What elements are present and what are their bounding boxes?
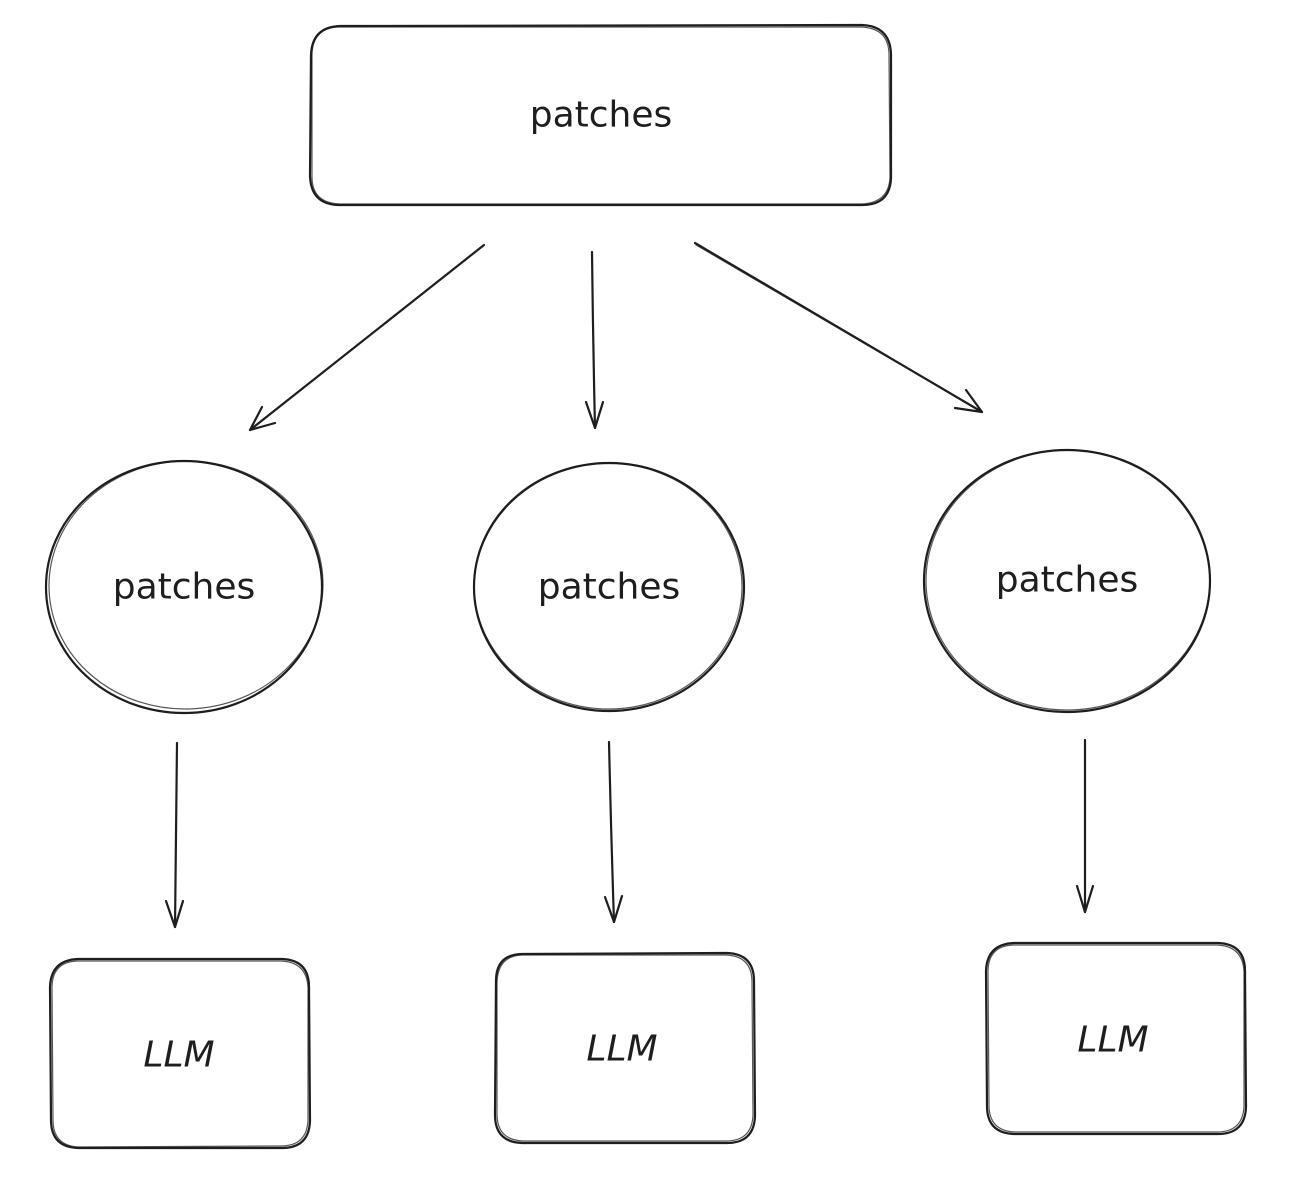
root-node-label: patches bbox=[530, 95, 673, 136]
middle-node-2-shape-sketch bbox=[473, 462, 743, 710]
bottom-node-1-label: LLM bbox=[143, 1035, 214, 1076]
root-node-shape bbox=[308, 23, 893, 207]
bottom-node-2-shape bbox=[493, 951, 757, 1145]
edge-middle-1-to-bottom-1 bbox=[164, 741, 185, 929]
middle-node-1-shape-sketch bbox=[48, 460, 324, 710]
bottom-node-1-shape-sketch bbox=[51, 960, 309, 1148]
middle-node-2-label: patches bbox=[538, 567, 681, 608]
middle-node-1-label: patches bbox=[113, 567, 256, 608]
arrowhead-down-left-icon bbox=[248, 405, 277, 432]
edge-middle-1-to-bottom-1-line bbox=[173, 741, 179, 929]
bottom-node-3[interactable]: LLM bbox=[984, 941, 1248, 1136]
edge-root-to-middle-2 bbox=[584, 250, 605, 430]
bottom-node-2[interactable]: LLM bbox=[493, 951, 757, 1145]
edge-root-to-middle-1 bbox=[248, 243, 486, 432]
bottom-node-2-shape-sketch bbox=[496, 954, 754, 1142]
bottom-node-1[interactable]: LLM bbox=[48, 957, 312, 1150]
middle-node-1[interactable]: patches bbox=[44, 456, 327, 715]
middle-node-3[interactable]: patches bbox=[922, 445, 1215, 715]
bottom-node-3-shape bbox=[984, 941, 1248, 1136]
edge-root-to-middle-1-line bbox=[248, 243, 486, 432]
edge-root-to-middle-3-line-2 bbox=[695, 244, 981, 412]
root-node[interactable]: patches bbox=[308, 23, 893, 207]
bottom-node-1-shape bbox=[48, 957, 312, 1150]
arrowhead-down-icon bbox=[164, 899, 185, 929]
bottom-node-3-label: LLM bbox=[1077, 1020, 1148, 1061]
bottom-node-3-shape-sketch bbox=[987, 944, 1245, 1133]
arrowhead-down-icon bbox=[584, 400, 605, 430]
edge-root-to-middle-2-line bbox=[590, 250, 597, 430]
bottom-node-2-label: LLM bbox=[586, 1029, 657, 1070]
arrowhead-down-icon bbox=[1075, 884, 1095, 914]
arrowhead-down-icon bbox=[603, 894, 624, 924]
root-node-shape-sketch bbox=[311, 26, 891, 205]
edge-middle-2-to-bottom-2 bbox=[603, 740, 624, 924]
middle-node-3-label: patches bbox=[996, 560, 1139, 601]
arrowhead-down-right-icon bbox=[953, 388, 984, 414]
edge-middle-2-to-bottom-2-line bbox=[607, 740, 616, 924]
middle-node-2[interactable]: patches bbox=[470, 458, 746, 713]
edge-root-to-middle-3 bbox=[693, 241, 984, 414]
edge-middle-3-to-bottom-3 bbox=[1075, 738, 1095, 914]
middle-node-3-shape-sketch bbox=[925, 449, 1211, 711]
